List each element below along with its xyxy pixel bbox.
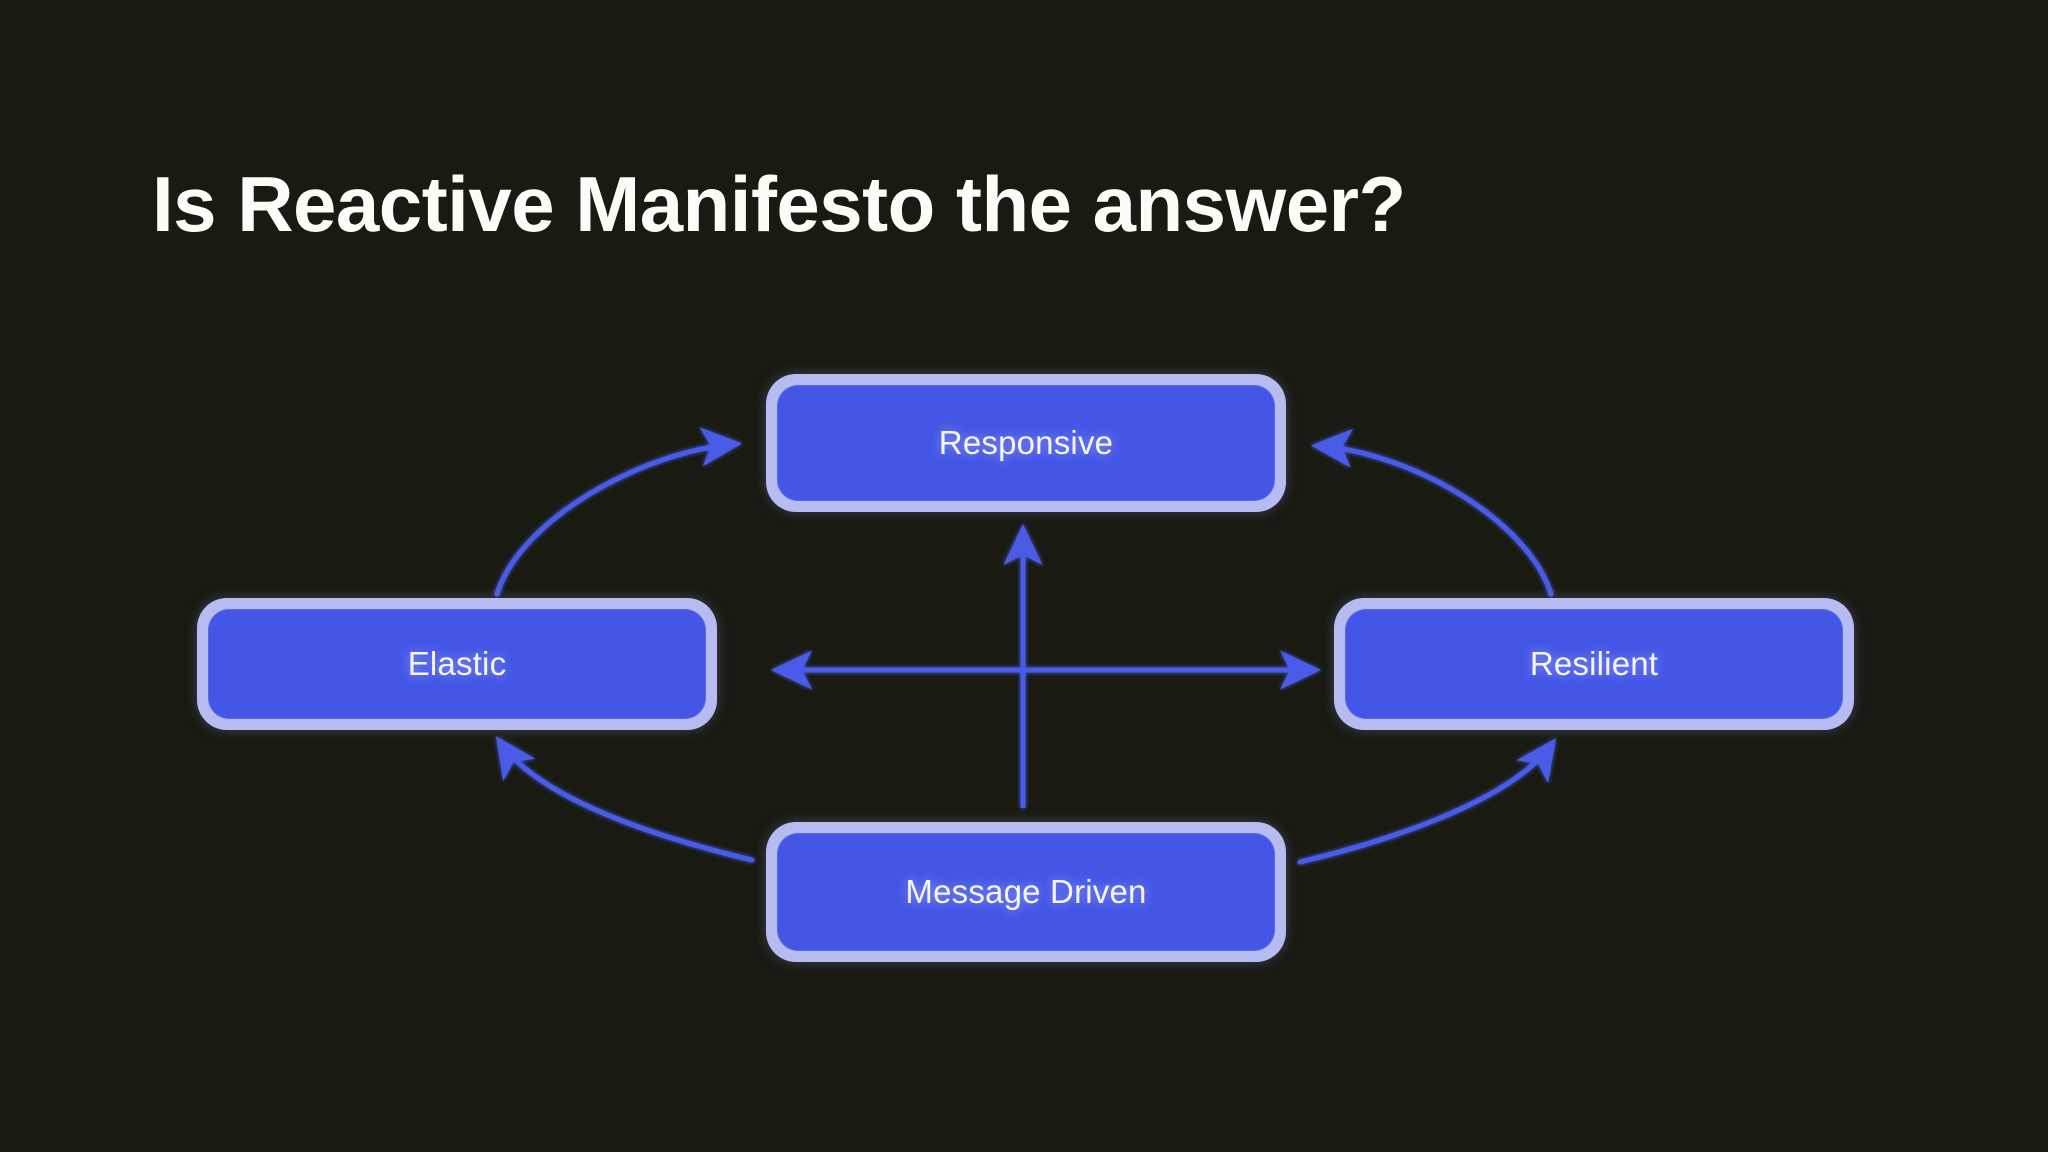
node-label-elastic: Elastic bbox=[407, 645, 507, 682]
node-label-message-driven: Message Driven bbox=[905, 873, 1147, 910]
arrow-elastic-to-responsive bbox=[494, 427, 742, 597]
node-body: Responsive bbox=[777, 385, 1275, 501]
arrow-message-to-elastic bbox=[496, 736, 755, 863]
node-body: Message Driven bbox=[777, 833, 1275, 951]
diagram-node-resilient[interactable]: Resilient bbox=[1334, 598, 1854, 730]
node-body: Elastic bbox=[208, 609, 706, 719]
page-title: Is Reactive Manifesto the answer? bbox=[152, 160, 1406, 249]
node-label-responsive: Responsive bbox=[938, 424, 1114, 461]
node-label-resilient: Resilient bbox=[1529, 645, 1659, 682]
node-body: Resilient bbox=[1345, 609, 1843, 719]
arrow-message-to-resilient bbox=[1297, 738, 1557, 865]
diagram-node-message-driven[interactable]: Message Driven bbox=[766, 822, 1286, 962]
diagram-node-elastic[interactable]: Elastic bbox=[197, 598, 717, 730]
diagram-node-responsive[interactable]: Responsive bbox=[766, 374, 1286, 512]
arrow-resilient-to-responsive bbox=[1311, 428, 1554, 597]
